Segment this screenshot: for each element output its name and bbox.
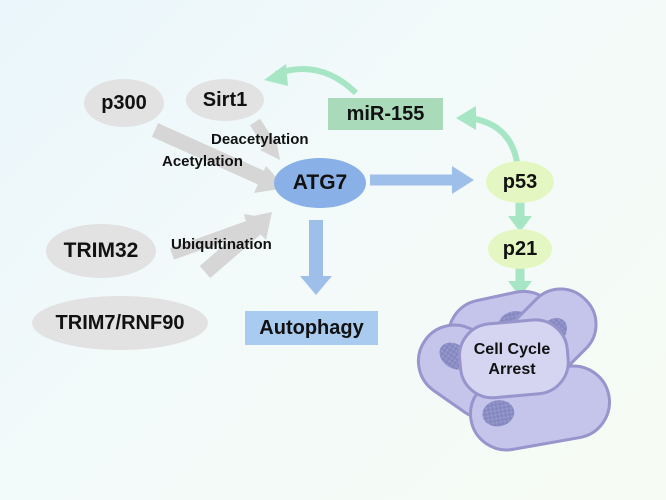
label-deacetylation: Deacetylation — [211, 131, 309, 148]
cell-cluster-illustration — [416, 287, 611, 452]
node-trim32: TRIM32 — [46, 224, 156, 278]
node-p21: p21 — [488, 229, 552, 269]
label-cell-cycle: Cell Cycle — [473, 341, 551, 358]
node-mir155: miR-155 — [328, 98, 443, 130]
arrow-mir155-to-sirt1 — [274, 65, 359, 96]
arrow-p53-to-mir155 — [469, 115, 520, 163]
label-acetylation: Acetylation — [162, 153, 243, 170]
label-ubiquitination: Ubiquitination — [171, 236, 272, 253]
node-p300: p300 — [84, 79, 164, 127]
node-atg7: ATG7 — [274, 158, 366, 208]
node-p53: p53 — [486, 161, 554, 203]
arrowhead-mir155 — [456, 106, 476, 130]
arrow-sirt1-to-atg7 — [249, 118, 276, 149]
arrow-p300-to-atg7 — [151, 123, 266, 185]
cell-center — [458, 318, 570, 400]
node-autophagy: Autophagy — [245, 311, 378, 345]
node-trim7-rnf90: TRIM7/RNF90 — [32, 296, 208, 350]
nucleus — [482, 400, 515, 427]
arrow-trim32-to-atg7 — [169, 220, 253, 260]
node-sirt1: Sirt1 — [186, 79, 264, 121]
label-arrest: Arrest — [488, 361, 536, 378]
label-cell-cycle-arrest: Cell Cycle Arrest — [462, 340, 562, 380]
arrow-trim7-to-atg7 — [199, 221, 262, 279]
arrowhead-sirt1 — [264, 64, 288, 86]
